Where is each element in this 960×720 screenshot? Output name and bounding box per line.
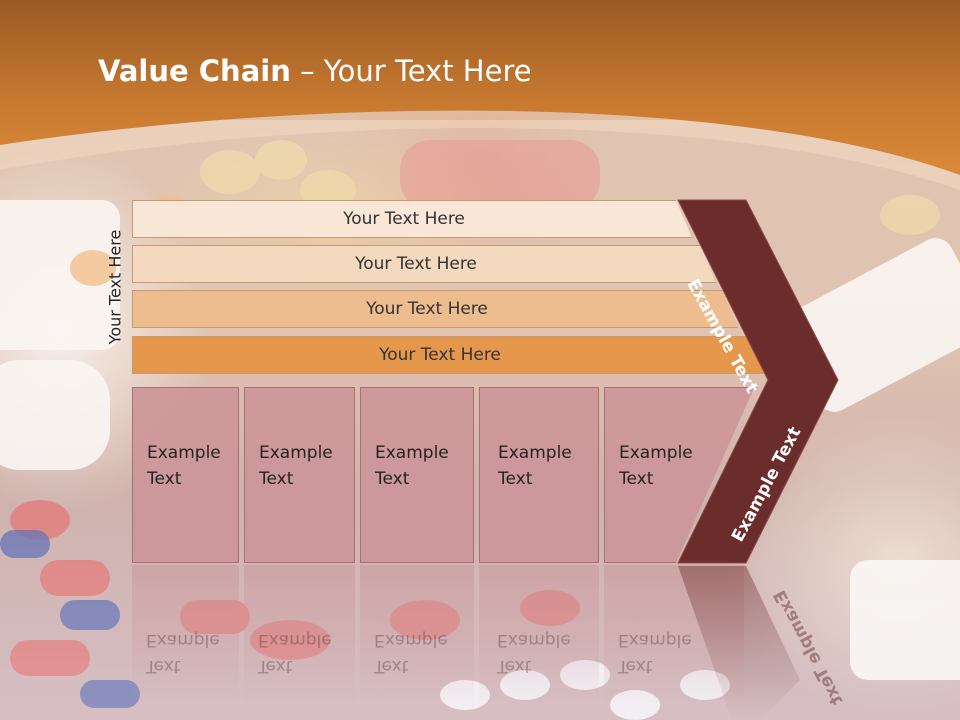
primary-box-3-line1: Example — [375, 443, 449, 463]
support-bar-2[interactable]: Your Text Here — [132, 245, 716, 283]
support-bar-3[interactable]: Your Text Here — [132, 290, 738, 328]
support-bar-3-label: Your Text Here — [366, 299, 488, 319]
header-band: Value Chain – Your Text Here — [0, 0, 960, 190]
page-title: Value Chain – Your Text Here — [98, 54, 532, 88]
support-bar-1[interactable]: Your Text Here — [132, 200, 692, 238]
primary-box-1-line1: Example — [147, 443, 221, 463]
support-bar-1-label: Your Text Here — [343, 209, 465, 229]
primary-box-4-line1: Example — [498, 443, 572, 463]
chevron-shape — [677, 199, 839, 564]
primary-box-4-line2: Text — [498, 469, 533, 489]
primary-box-3[interactable]: Example Text — [360, 387, 474, 563]
support-bar-4[interactable]: Your Text Here — [132, 336, 764, 374]
primary-box-1-line2: Text — [147, 469, 182, 489]
support-bar-2-label: Your Text Here — [355, 254, 477, 274]
primary-box-2-line1: Example — [259, 443, 333, 463]
primary-box-2[interactable]: Example Text — [244, 387, 355, 563]
support-bar-4-label: Your Text Here — [379, 345, 501, 365]
chevron-reflection — [678, 566, 800, 720]
primary-box-3-line2: Text — [375, 469, 410, 489]
title-bold: Value Chain — [98, 54, 291, 88]
primary-box-5-line2: Text — [619, 469, 654, 489]
primary-box-2-line2: Text — [259, 469, 294, 489]
title-rest: – Your Text Here — [290, 54, 532, 88]
primary-box-4[interactable]: Example Text — [479, 387, 599, 563]
primary-box-5-line1: Example — [619, 443, 693, 463]
primary-box-1[interactable]: Example Text — [132, 387, 239, 563]
